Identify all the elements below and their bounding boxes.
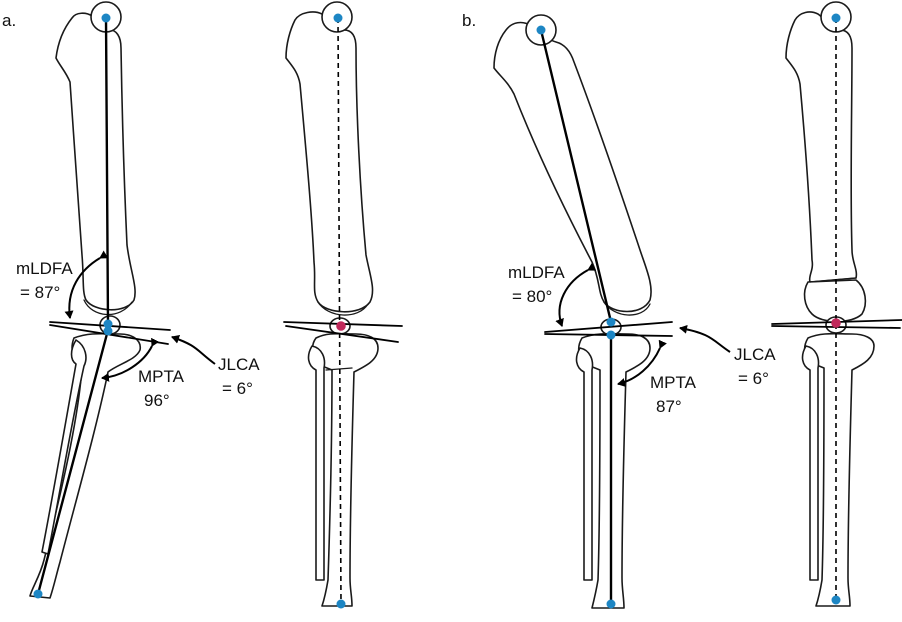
mpta-value: 96° bbox=[144, 391, 170, 410]
mpta-arc-arrow bbox=[101, 337, 160, 382]
fibula-outline bbox=[575, 347, 594, 581]
jlca-label: JLCA bbox=[734, 345, 776, 364]
tibia-outline bbox=[803, 332, 875, 607]
hip-center-point bbox=[333, 13, 343, 23]
corrected-mechanical-axis bbox=[337, 17, 342, 605]
tibial-mechanical-axis bbox=[36, 328, 110, 596]
jlca-value: = 6° bbox=[222, 379, 253, 398]
femur-outline bbox=[493, 21, 652, 313]
panel-b-corrected-leg bbox=[771, 1, 902, 607]
mldfa-arc-arrow bbox=[64, 250, 109, 319]
ankle-center-point bbox=[606, 599, 616, 609]
osteotomy-line bbox=[809, 277, 857, 283]
panel-a-label: a. bbox=[2, 11, 16, 30]
mpta-value: 87° bbox=[656, 397, 682, 416]
knee-femoral-point bbox=[606, 317, 616, 327]
panel-a-corrected-leg bbox=[283, 1, 403, 609]
jlca-pointer-arrow bbox=[171, 335, 216, 365]
femoral-condyles bbox=[803, 279, 867, 323]
mldfa-label: mLDFA bbox=[508, 263, 565, 282]
hip-center-point bbox=[536, 25, 546, 35]
hip-center-point bbox=[101, 13, 111, 23]
hip-center-point bbox=[831, 13, 841, 23]
panel-b-label: b. bbox=[462, 11, 476, 30]
mpta-label: MPTA bbox=[138, 367, 185, 386]
tibia-outline bbox=[577, 332, 651, 609]
knee-tibial-point bbox=[103, 326, 113, 336]
knee-tibial-point bbox=[606, 330, 616, 340]
mldfa-value: = 87° bbox=[20, 283, 60, 302]
femur-outline bbox=[285, 11, 374, 313]
panel-a-deformed-leg: mLDFA = 87° MPTA 96° JLCA = 6° bbox=[16, 1, 260, 599]
mldfa-value: = 80° bbox=[512, 287, 552, 306]
femoral-mechanical-axis bbox=[539, 28, 613, 324]
ankle-center-point bbox=[336, 599, 346, 609]
knee-center-point bbox=[831, 318, 841, 328]
ankle-center-point bbox=[831, 595, 841, 605]
jlca-pointer-arrow bbox=[679, 324, 731, 353]
panel-b-deformed-leg: mLDFA = 80° MPTA 87° JLCA = 6° bbox=[493, 14, 776, 609]
femur-outline bbox=[785, 11, 858, 283]
fibula-outline bbox=[801, 345, 820, 581]
fibula-outline bbox=[41, 339, 87, 555]
mldfa-label: mLDFA bbox=[16, 259, 73, 278]
femoral-condyles bbox=[317, 301, 369, 316]
knee-femoral-point bbox=[103, 319, 113, 329]
mpta-arc-arrow bbox=[617, 339, 667, 387]
mldfa-arc-arrow bbox=[555, 262, 597, 327]
jlca-value: = 6° bbox=[738, 369, 769, 388]
distal-femoral-joint-line bbox=[544, 321, 673, 333]
knee-center-point bbox=[336, 321, 346, 331]
jlca-label: JLCA bbox=[218, 355, 260, 374]
mpta-label: MPTA bbox=[650, 373, 697, 392]
proximal-tibial-joint-line bbox=[285, 325, 399, 343]
ankle-center-point bbox=[33, 589, 43, 599]
fibula-outline bbox=[307, 345, 326, 581]
